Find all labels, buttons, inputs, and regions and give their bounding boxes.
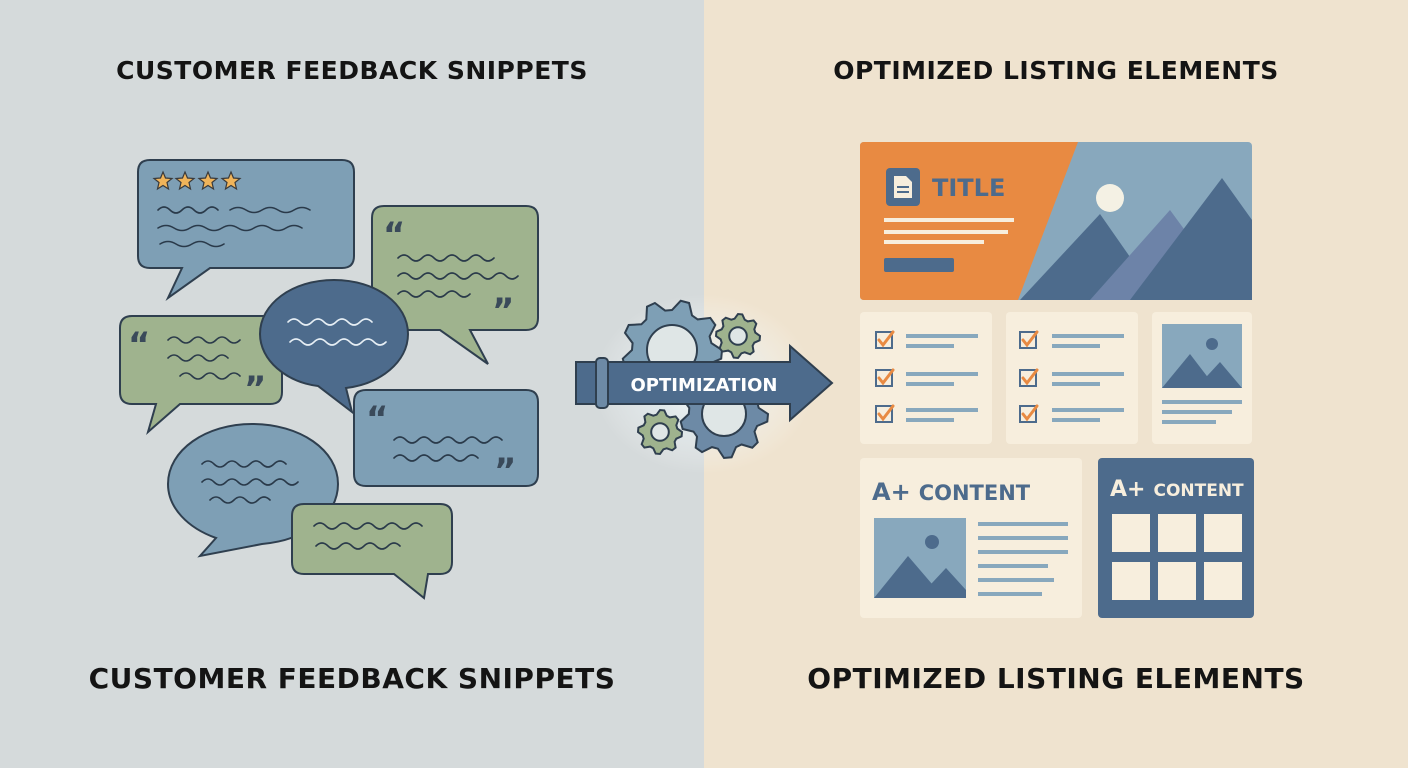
svg-text:A+CONTENT: A+ CONTENT	[872, 478, 1031, 506]
right-title-top: OPTIMIZED LISTING ELEMENTS	[833, 56, 1279, 85]
feedback-bubble-oval-navy	[258, 278, 410, 415]
quote-icon: “ ”	[366, 399, 516, 491]
aplus-content-card-2: A+ CONTENT	[1098, 458, 1254, 618]
image-icon	[1162, 324, 1242, 388]
optimization-label: OPTIMIZATION	[630, 375, 777, 396]
aplus-content-card-1: A+ CONTENT	[860, 458, 1082, 618]
gear-hole	[650, 422, 670, 442]
optimization-arrow: OPTIMIZATION	[575, 343, 834, 423]
title-banner: TITLE	[860, 142, 1252, 300]
star-icon	[152, 170, 242, 191]
bullet-points-card-2	[1006, 312, 1138, 444]
image-icon	[874, 518, 966, 598]
feedback-bubble-stars	[137, 159, 355, 302]
checkbox-icon	[1019, 331, 1037, 423]
right-panel: OPTIMIZED LISTING ELEMENTS OPTIMIZED LIS…	[704, 0, 1408, 768]
gear-hole	[728, 326, 748, 346]
aplus-badge-1: A+	[872, 478, 911, 506]
svg-text:“: “	[128, 325, 150, 365]
aplus-label-2: CONTENT	[1153, 481, 1244, 501]
title-label: TITLE	[932, 174, 1005, 202]
svg-text:“: “	[383, 215, 405, 255]
feedback-bubble-quote-3: “ ”	[353, 389, 539, 491]
svg-text:”: ”	[492, 291, 514, 331]
feedback-bubble-quote-1: “ ”	[371, 205, 539, 365]
image-card	[1152, 312, 1252, 444]
left-title-top: CUSTOMER FEEDBACK SNIPPETS	[116, 56, 588, 85]
quote-icon: “ ”	[128, 325, 266, 409]
quote-icon: “ ”	[383, 215, 514, 331]
svg-text:”: ”	[494, 451, 516, 491]
left-title-bottom: CUSTOMER FEEDBACK SNIPPETS	[88, 662, 616, 695]
aplus-badge-2: A+	[1110, 477, 1145, 502]
svg-text:“: “	[366, 399, 388, 439]
svg-text:A+CONTENT: A+ CONTENT	[1110, 477, 1244, 502]
feedback-bubble-quote-2: “ ”	[119, 315, 283, 435]
bullet-points-card-1	[860, 312, 992, 444]
aplus-label-1: CONTENT	[919, 481, 1031, 505]
svg-text:”: ”	[244, 369, 266, 409]
checkbox-icon	[875, 331, 893, 423]
feedback-bubble-green-bottom	[291, 503, 453, 600]
right-title-bottom: OPTIMIZED LISTING ELEMENTS	[807, 662, 1305, 695]
document-icon	[886, 168, 920, 206]
